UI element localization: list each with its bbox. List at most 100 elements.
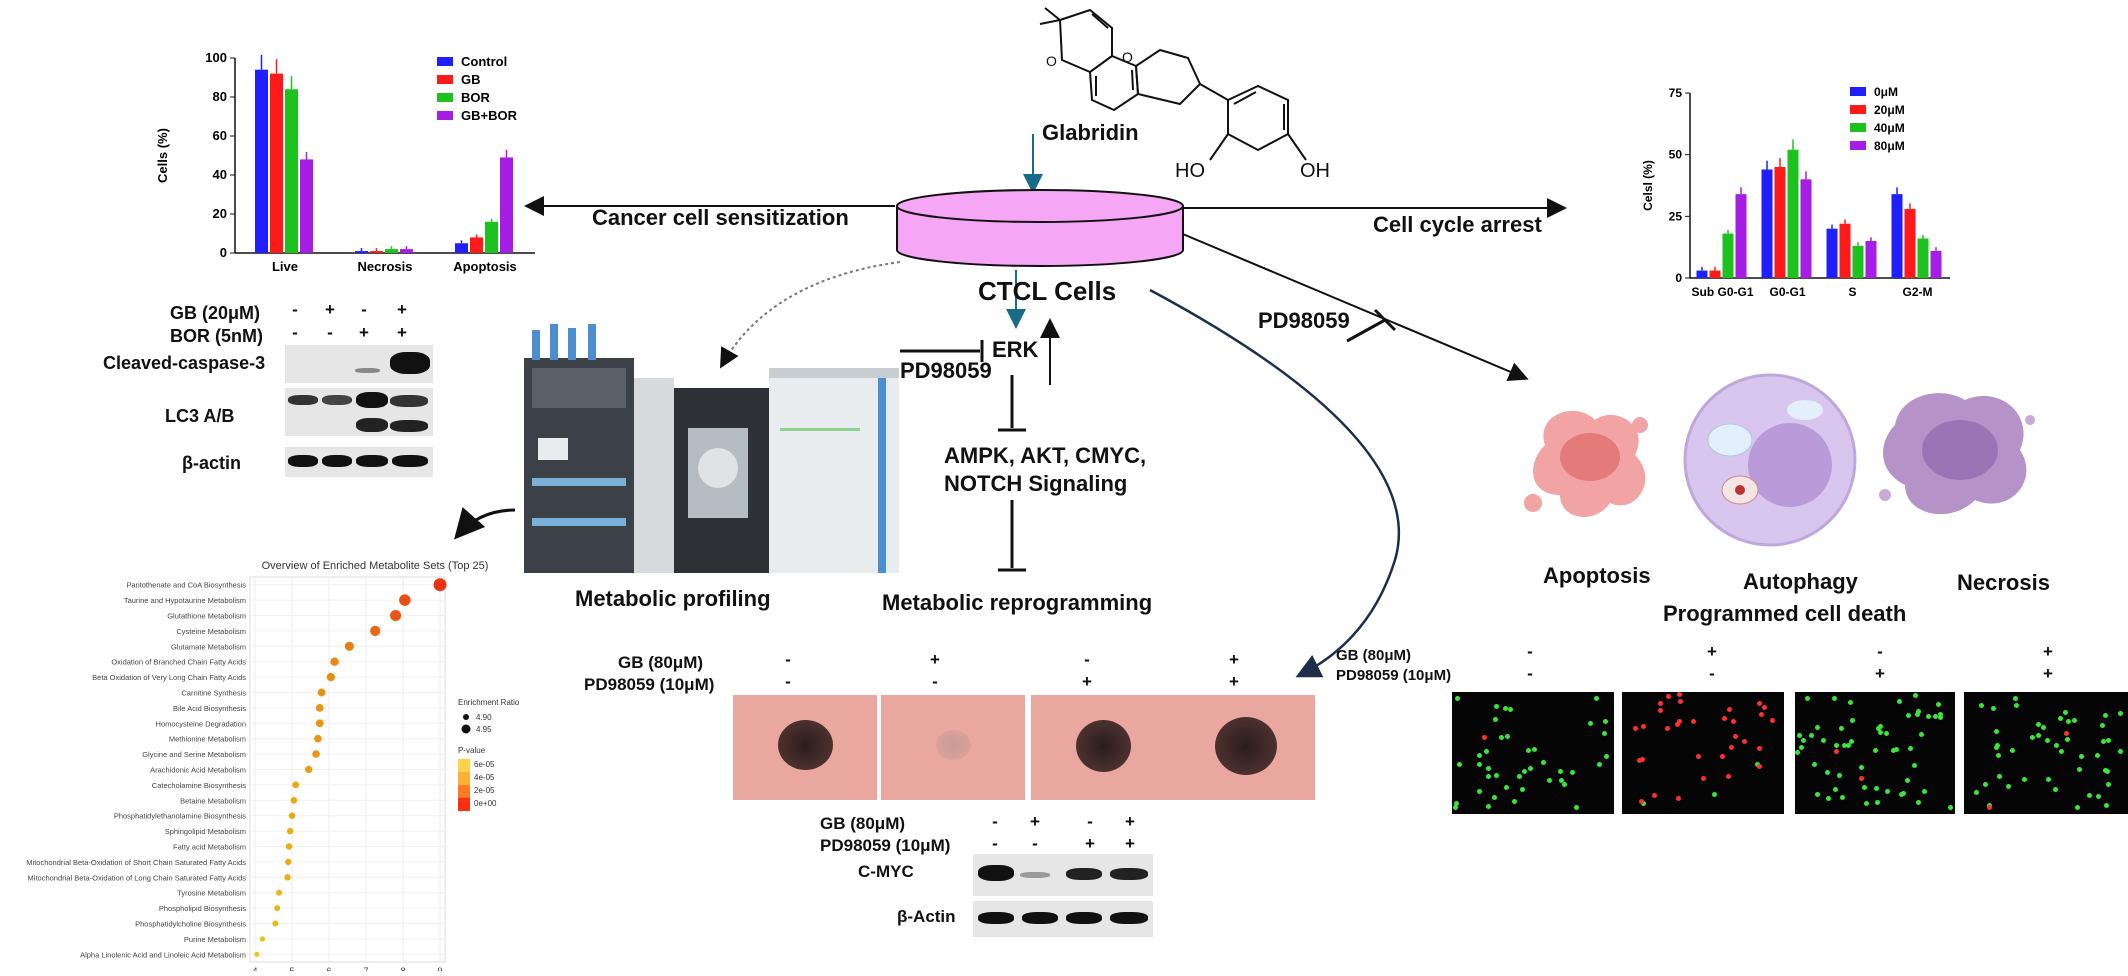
fluorescent-cell [1588, 721, 1593, 726]
enrichment-dot [312, 750, 320, 758]
y-tick-label: 0 [1675, 271, 1682, 285]
apoptosis-cell-illustration [1524, 410, 1648, 517]
metabolite-set-label: Tyrosine Metabolism [177, 889, 246, 898]
fluorescent-cell [1637, 758, 1642, 763]
spheroid-row2-sign: + [1229, 672, 1239, 691]
fluorescent-cell [2022, 777, 2027, 782]
x-tick-label: G0-G1 [1769, 285, 1805, 299]
fluorescent-cell [2079, 754, 2084, 759]
fluorescent-cell [1482, 735, 1487, 740]
fluorescent-cell [1494, 704, 1499, 709]
wb2-row1-sign: + [1125, 812, 1135, 831]
fluorescent-cell [1936, 702, 1941, 707]
bar [455, 243, 468, 253]
fluorescent-cell [1558, 769, 1563, 774]
fluorescent-cell [1916, 800, 1921, 805]
fluorescent-cell [1486, 804, 1491, 809]
wb2-row2-sign: + [1125, 834, 1135, 853]
fluorescent-cell [1815, 725, 1820, 730]
enrichment-dot [274, 905, 281, 912]
fluorescent-cell [1604, 754, 1609, 759]
fluorescent-cell [1759, 712, 1764, 717]
y-tick-label: 0 [220, 245, 227, 260]
metabolite-set-label: Oxidation of Branched Chain Fatty Acids [111, 658, 246, 667]
fluorescent-cell [2087, 793, 2092, 798]
y-axis-label: Cells (%) [155, 128, 170, 183]
enrichment-dot-plot: Overview of Enriched Metabolite Sets (To… [0, 555, 520, 976]
glabridin-structure: O O [1039, 7, 1307, 161]
x-tick-label: 8 [400, 966, 405, 971]
fluorescent-cell [1484, 749, 1489, 754]
fluorescent-cell [1859, 765, 1864, 770]
bar [1891, 194, 1903, 278]
metabolite-set-label: Bile Acid Biosynthesis [173, 704, 246, 713]
fluorescent-cell [1454, 801, 1459, 806]
fluorescent-cell [1864, 801, 1869, 806]
fluorescent-cell [2100, 723, 2105, 728]
metabolite-set-label: Cysteine Metabolism [176, 627, 246, 636]
fluorescent-cell [1812, 762, 1817, 767]
bar [1826, 228, 1838, 278]
wb2-row2-sign: - [1032, 834, 1038, 853]
x-tick-label: Apoptosis [453, 259, 517, 274]
bar [270, 73, 283, 253]
ctcl-cells-label: CTCL Cells [978, 276, 1117, 306]
color-legend-title: P-value [458, 746, 486, 755]
fluorescent-cell [1842, 743, 1847, 748]
metabolite-set-label: Betaine Metabolism [180, 796, 246, 805]
fluorescent-cell [2066, 719, 2071, 724]
enrichment-dot-plot-svg: Overview of Enriched Metabolite Sets (To… [26, 560, 520, 976]
metabolite-set-label: Phospholipid Biosynthesis [159, 904, 246, 913]
size-legend-title: Enrichment Ratio [458, 698, 520, 707]
wb1-band-cleaved-caspase: Cleaved-caspase-3 [103, 353, 266, 373]
spheroid-row1-sign: - [1084, 650, 1090, 669]
svg-text:O: O [1122, 49, 1133, 65]
legend-swatch [1850, 123, 1866, 132]
wb1-band-mark [390, 420, 428, 432]
fluorescent-cell [1722, 716, 1727, 721]
spheroid-image-control [733, 695, 877, 800]
fluorescent-cell [1834, 743, 1839, 748]
pd98059-left-label: PD98059 [900, 358, 992, 383]
fluorescent-cell [2036, 722, 2041, 727]
profiling-curve-arrow [720, 261, 901, 369]
x-tick-label: 5 [289, 966, 294, 971]
fluorescent-cell [1712, 792, 1717, 797]
fluorescent-cell [1770, 718, 1775, 723]
legend-swatch [1850, 87, 1866, 96]
fluorescent-cell [2010, 748, 2015, 753]
wb1-band-mark [390, 352, 430, 374]
wb1-band-mark [356, 392, 388, 408]
enrichment-dot [390, 609, 402, 622]
legend-swatch [437, 57, 453, 66]
fluorescent-cell [1477, 753, 1482, 758]
legend-label: BOR [461, 90, 491, 105]
fluorescent-cell [1906, 713, 1911, 718]
fluorescent-cell [1696, 754, 1701, 759]
fluorescent-cell [1455, 696, 1460, 701]
fluorescent-cell [1912, 763, 1917, 768]
fluorescent-cell [1996, 753, 2001, 758]
fluorescent-cell [1913, 693, 1918, 698]
enrichment-dot [317, 688, 326, 697]
bar [1722, 233, 1734, 278]
enrichment-dot [326, 672, 335, 682]
fluorescent-cell [1522, 769, 1527, 774]
enrichment-dot [284, 874, 291, 881]
legend-label: Control [461, 54, 507, 69]
legend-label: GB [461, 72, 481, 87]
wb1-row2-sign: - [327, 323, 333, 342]
spheroid-row2-sign: + [1082, 672, 1092, 691]
enrichment-dot [285, 858, 292, 866]
fluorescent-cell [1974, 790, 1979, 795]
legend-swatch [437, 75, 453, 84]
fluo-row2-sign: + [1875, 664, 1885, 683]
fluorescent-cell [1493, 717, 1498, 722]
enrichment-dot [330, 657, 339, 666]
wb2-gb-label: GB (80μM) [820, 814, 906, 833]
color-legend-swatch [458, 798, 470, 811]
fluorescent-cell [2072, 718, 2077, 723]
programmed-cell-death-label: Programmed cell death [1663, 601, 1907, 626]
cell-cycle-arrest-label: Cell cycle arrest [1373, 212, 1542, 237]
